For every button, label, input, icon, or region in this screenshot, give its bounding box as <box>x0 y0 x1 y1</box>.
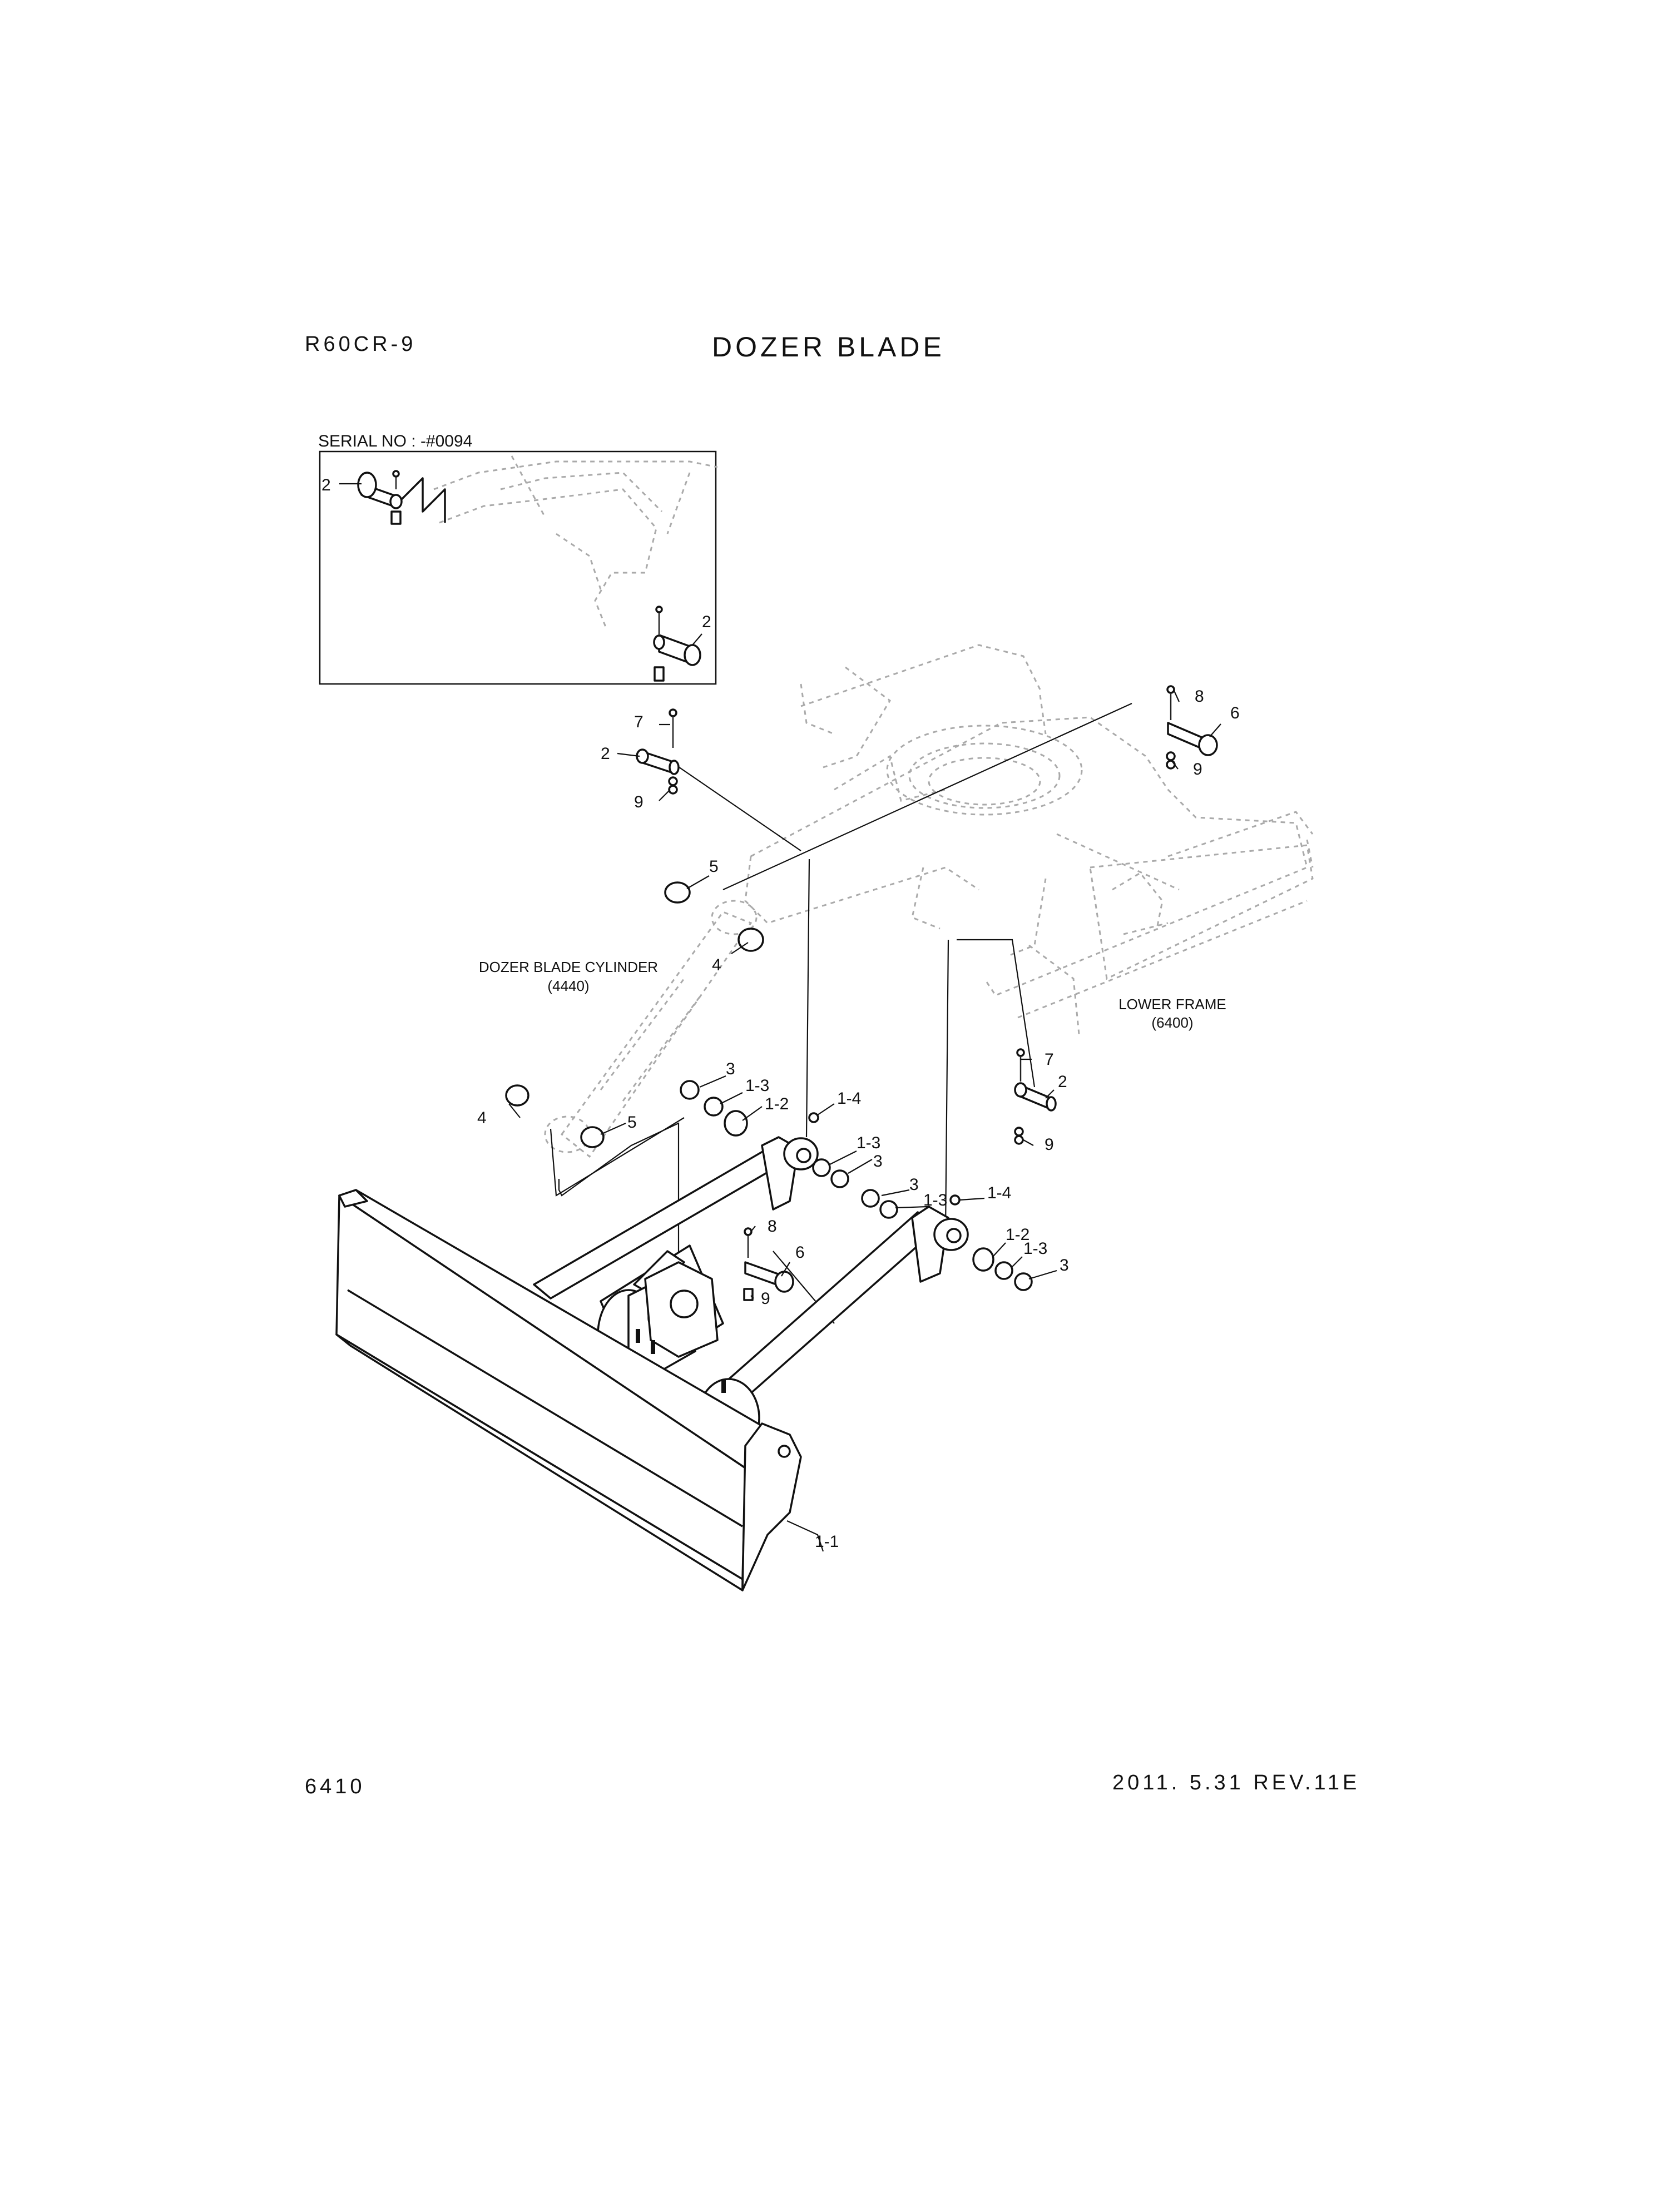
revision-date: 2011. 5.31 REV.11E <box>1112 1771 1360 1794</box>
callout-label: 9 <box>1045 1135 1054 1154</box>
assembly-lines <box>550 702 1132 1324</box>
pin-6-lower <box>743 1227 794 1301</box>
callout-label: 1-2 <box>765 1095 789 1113</box>
callout-label: 1-4 <box>837 1089 861 1108</box>
callout-label: 2 <box>702 613 711 631</box>
callout-label: 8 <box>1195 687 1204 706</box>
callout-label: 1-1 <box>815 1532 839 1551</box>
model-number: R60CR-9 <box>305 333 417 356</box>
callout-leaders <box>339 483 1221 1552</box>
rings-and-bushings <box>505 881 1033 1291</box>
lower-frame-ghost <box>744 644 1314 1035</box>
callout-numbers: 2 2 7 2 9 8 6 9 5 4 7 2 9 3 1-3 1-2 4 5 … <box>321 476 1240 1551</box>
serial-inset: SERIAL NO : -#0094 <box>318 432 718 685</box>
callout-label: 9 <box>634 793 644 811</box>
callout-label: 1-3 <box>1023 1239 1047 1258</box>
callout-label: 7 <box>1045 1050 1054 1069</box>
inset-break-line <box>399 477 446 523</box>
callout-label: 1-3 <box>857 1134 880 1152</box>
callout-label: 3 <box>873 1152 883 1171</box>
callout-label: 1-4 <box>987 1184 1011 1202</box>
pin-6-upper-right <box>1166 685 1218 770</box>
callout-label: 9 <box>761 1289 770 1308</box>
callout-label: 5 <box>709 857 719 876</box>
cylinder-name: DOZER BLADE CYLINDER <box>479 959 658 975</box>
callout-label: 2 <box>1058 1073 1067 1091</box>
callout-label: 2 <box>321 476 331 494</box>
pin-2-upper-left <box>636 708 680 795</box>
callout-label: 3 <box>1060 1256 1069 1274</box>
inset-pin-top <box>357 470 403 525</box>
callout-label: 8 <box>768 1217 777 1236</box>
cylinder-ref: (4440) <box>547 978 589 994</box>
callout-label: 5 <box>627 1113 637 1132</box>
pin-2-right <box>1014 1048 1057 1145</box>
dozer-blade <box>335 1189 802 1591</box>
inset-pin-bottom <box>653 606 701 682</box>
frame-ref: (6400) <box>1151 1014 1193 1031</box>
callout-label: 6 <box>795 1243 805 1262</box>
callout-label: 7 <box>634 713 644 731</box>
page-title: DOZER BLADE <box>712 331 945 363</box>
callout-label: 6 <box>1230 704 1240 722</box>
callout-label: 1-2 <box>1006 1226 1029 1244</box>
callout-label: 1-3 <box>745 1077 769 1095</box>
callout-label: 1-3 <box>923 1191 947 1209</box>
frame-name: LOWER FRAME <box>1118 996 1226 1013</box>
callout-label: 3 <box>909 1176 919 1194</box>
page-number: 6410 <box>305 1775 365 1798</box>
callout-label: 9 <box>1193 760 1202 778</box>
inset-frame <box>319 450 717 685</box>
callout-label: 4 <box>477 1109 487 1127</box>
callout-label: 4 <box>712 956 721 974</box>
inset-serial-label: SERIAL NO : -#0094 <box>318 432 472 450</box>
callout-label: 3 <box>726 1060 735 1078</box>
text-annotations: DOZER BLADE CYLINDER (4440) LOWER FRAME … <box>479 959 1226 1031</box>
callout-label: 2 <box>601 745 610 763</box>
